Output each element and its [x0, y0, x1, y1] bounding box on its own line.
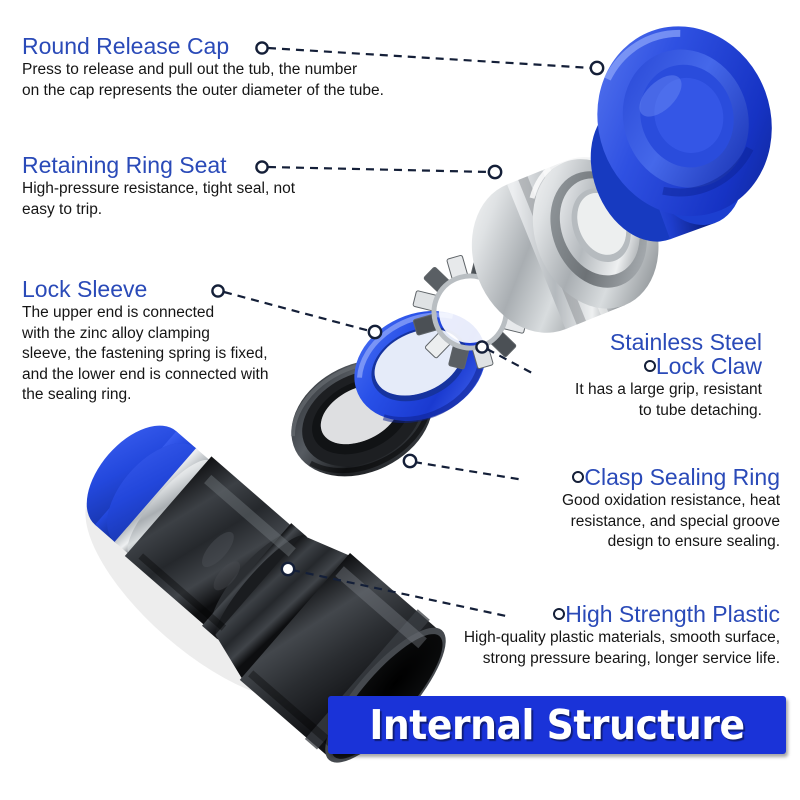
leader-lock-claw: [486, 348, 533, 374]
leader-lock-sleeve: [223, 290, 371, 333]
leader-lines: [223, 46, 593, 618]
leader-high-strength-plastic: [291, 568, 507, 618]
marker-high-strength-plastic-part: [280, 561, 296, 577]
callout-description: Press to release and pull out the tub, t…: [22, 61, 384, 99]
callout-title-row: High Strength Plastic: [464, 602, 780, 626]
callout-description: It has a large grip, resistant to tube d…: [575, 381, 762, 419]
marker-lock-sleeve-label: [211, 284, 225, 298]
callout-lock-sleeve: Lock Sleeve The upper end is connected w…: [22, 277, 268, 405]
marker-retaining-ring-seat-label: [255, 160, 269, 174]
marker-dot-icon: [572, 471, 585, 484]
callout-title: Retaining Ring Seat: [22, 152, 227, 178]
marker-lock-claw-part: [475, 340, 489, 354]
leader-clasp-sealing-ring: [413, 460, 525, 482]
callout-round-release-cap: Round Release Cap Press to release and p…: [22, 34, 384, 101]
callout-retaining-ring-seat: Retaining Ring Seat High-pressure resist…: [22, 153, 295, 220]
banner-label: Internal Structure: [369, 701, 745, 749]
callout-title-row: Lock Claw: [575, 354, 762, 378]
callout-title: Lock Sleeve: [22, 276, 148, 302]
marker-round-release-cap-part: [589, 60, 605, 76]
internal-structure-banner: Internal Structure: [328, 696, 786, 754]
marker-dot-icon: [643, 360, 656, 373]
round-release-cap-part: [590, 26, 772, 242]
callout-clasp-sealing-ring: Clasp Sealing Ring Good oxidation resist…: [562, 465, 780, 553]
callout-description: Good oxidation resistance, heat resistan…: [562, 492, 780, 551]
marker-lock-sleeve-part: [367, 324, 383, 340]
marker-retaining-ring-seat-part: [487, 164, 503, 180]
callout-stainless-steel-lock-claw: Stainless Steel Lock Claw It has a large…: [575, 330, 762, 421]
marker-clasp-sealing-ring-part: [402, 453, 418, 469]
marker-dot-icon: [553, 608, 566, 621]
high-strength-plastic-body: [85, 425, 446, 763]
leader-round-release-cap: [267, 46, 593, 70]
callout-high-strength-plastic: High Strength Plastic High-quality plast…: [464, 602, 780, 669]
callout-description: High-quality plastic materials, smooth s…: [463, 629, 780, 667]
callout-title-line1: Stainless Steel: [609, 329, 762, 355]
callout-title: High Strength Plastic: [565, 601, 780, 627]
callout-description: The upper end is connected with the zinc…: [22, 304, 269, 403]
marker-round-release-cap-label: [255, 41, 269, 55]
callout-title-line2: Lock Claw: [655, 353, 762, 380]
leader-markers: [211, 41, 605, 577]
leader-retaining-ring-seat: [267, 165, 491, 174]
callout-title-row: Clasp Sealing Ring: [562, 465, 780, 489]
callout-description: High-pressure resistance, tight seal, no…: [22, 180, 296, 218]
callout-title: Clasp Sealing Ring: [584, 464, 780, 490]
callout-title: Round Release Cap: [22, 33, 230, 59]
